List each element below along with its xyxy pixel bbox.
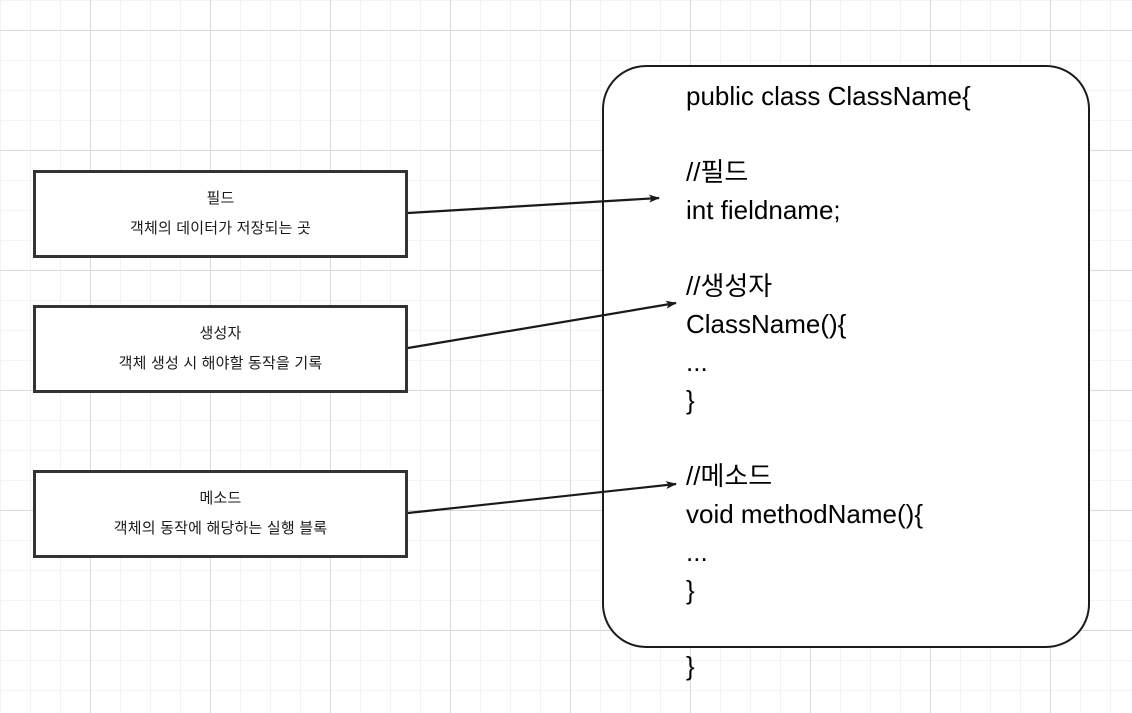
code-line-3: int fieldname; xyxy=(686,195,841,225)
label-box-field-title: 필드 xyxy=(206,190,235,208)
code-line-7: ... xyxy=(686,347,708,377)
code-line-14 xyxy=(686,609,1086,647)
label-box-constructor-title: 생성자 xyxy=(199,325,242,343)
code-line-6: ClassName(){ xyxy=(686,309,847,339)
code-line-5: //생성자 xyxy=(686,271,773,301)
code-line-0: public class ClassName{ xyxy=(686,81,971,111)
code-line-1 xyxy=(686,115,1086,153)
label-box-field-desc: 객체의 데이터가 저장되는 곳 xyxy=(129,219,312,237)
label-box-method-title: 메소드 xyxy=(199,490,242,508)
label-box-method[interactable]: 메소드 객체의 동작에 해당하는 실행 블록 xyxy=(33,470,408,558)
code-line-8: } xyxy=(686,385,695,415)
code-line-4 xyxy=(686,229,1086,267)
label-box-field[interactable]: 필드 객체의 데이터가 저장되는 곳 xyxy=(33,170,408,258)
label-box-constructor-desc: 객체 생성 시 해야할 동작을 기록 xyxy=(118,354,323,372)
code-line-10: //메소드 xyxy=(686,461,773,491)
label-box-method-desc: 객체의 동작에 해당하는 실행 블록 xyxy=(113,519,328,537)
code-line-11: void methodName(){ xyxy=(686,499,923,529)
code-line-15: } xyxy=(686,651,695,681)
code-line-9 xyxy=(686,419,1086,457)
code-block: public class ClassName{ //필드 int fieldna… xyxy=(686,77,1086,685)
label-box-constructor[interactable]: 생성자 객체 생성 시 해야할 동작을 기록 xyxy=(33,305,408,393)
code-panel: public class ClassName{ //필드 int fieldna… xyxy=(602,65,1090,681)
code-line-13: } xyxy=(686,575,695,605)
code-line-2: //필드 xyxy=(686,157,749,187)
code-line-12: ... xyxy=(686,537,708,567)
